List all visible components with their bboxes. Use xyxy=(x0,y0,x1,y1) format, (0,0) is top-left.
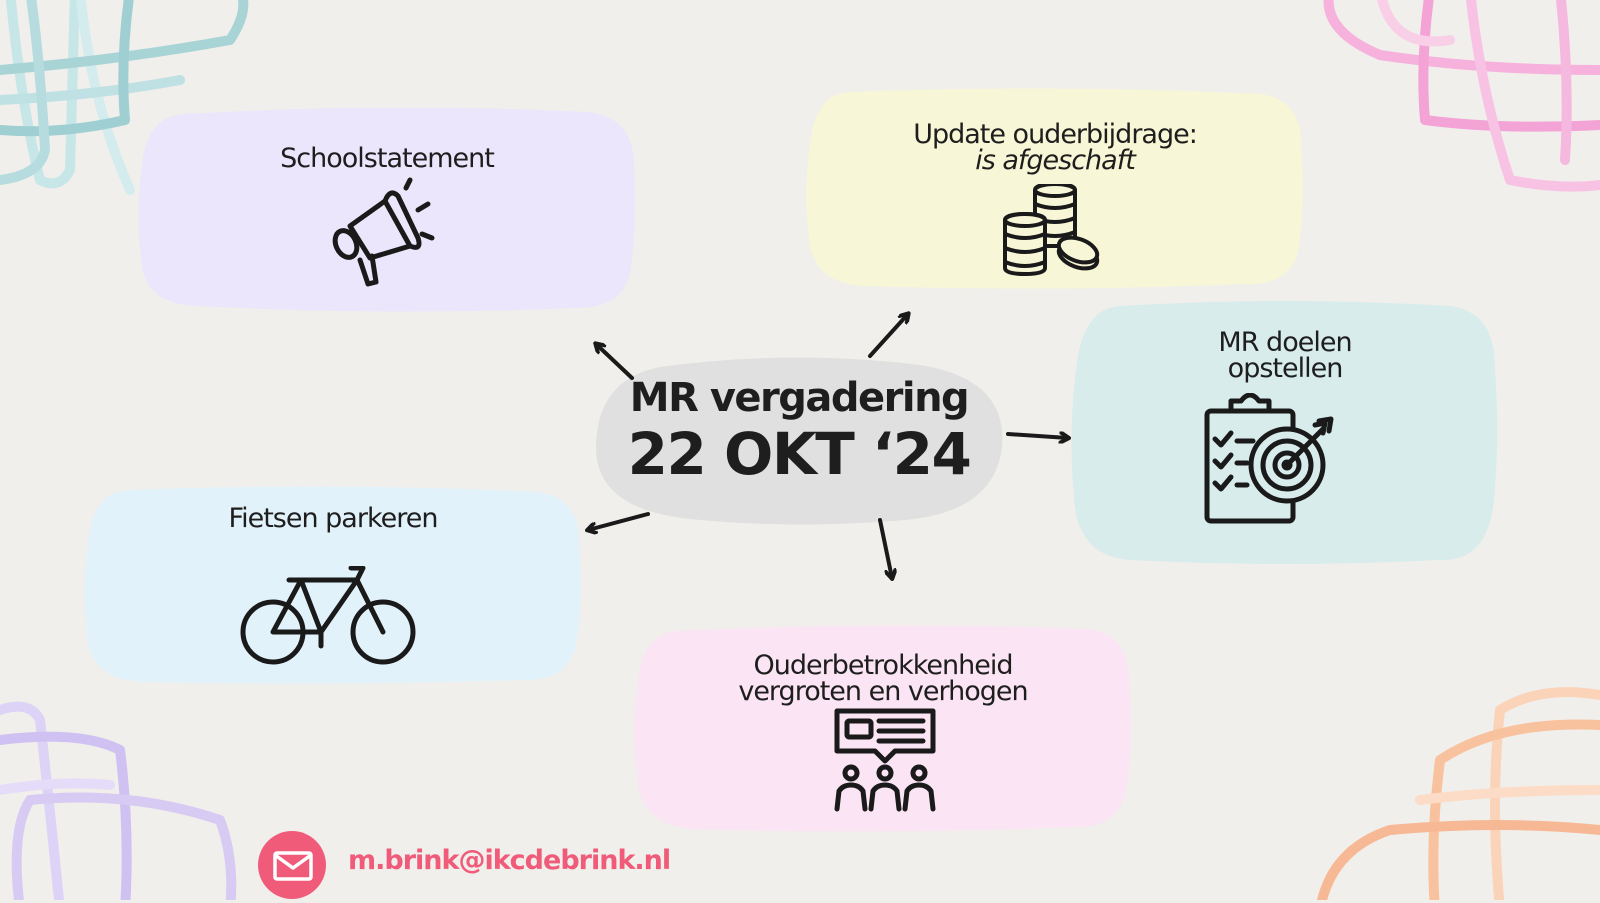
decoration-bottom-right xyxy=(1316,687,1600,900)
clipboard-target-icon xyxy=(1204,393,1334,524)
megaphone-icon xyxy=(332,177,435,287)
card-title: Fietsen parkeren xyxy=(228,503,439,534)
decoration-top-right xyxy=(1323,0,1600,192)
card-title-line2: vergroten en verhogen xyxy=(738,676,1028,707)
card-fietsen: Fietsen parkeren xyxy=(83,486,583,686)
card-title: MR doelen opstellen xyxy=(1070,327,1500,384)
bicycle-icon xyxy=(240,566,416,665)
arrow-to-ouderbetrokkenheid xyxy=(878,518,892,578)
card-subtitle: is afgeschaft xyxy=(975,145,1136,176)
card-title: Update ouderbijdrage: is afgeschaft xyxy=(805,119,1305,176)
arrow-to-doelen xyxy=(1006,434,1068,438)
card-title-main: Update ouderbijdrage: xyxy=(913,119,1198,150)
card-ouderbijdrage: Update ouderbijdrage: is afgeschaft xyxy=(805,88,1305,290)
card-title-line2: opstellen xyxy=(1227,353,1344,384)
arrow-to-ouderbijdrage xyxy=(868,314,908,358)
card-title: Ouderbetrokkenheid vergroten en verhogen xyxy=(633,650,1133,707)
arrow-to-fietsen xyxy=(588,512,650,530)
center-bubble xyxy=(595,357,1003,525)
meeting-date: 22 OKT ‘24 xyxy=(627,420,972,488)
email-link[interactable]: m.brink@ikcdebrink.nl xyxy=(348,845,671,876)
arrow-to-schoolstatement xyxy=(596,344,634,380)
meeting-title: MR vergadering xyxy=(629,375,970,421)
decoration-bottom-left xyxy=(0,701,237,900)
card-ouderbetrokkenheid: Ouderbetrokkenheid vergroten en verhogen xyxy=(633,625,1133,835)
card-title-line1: MR doelen xyxy=(1218,327,1352,358)
mail-icon[interactable] xyxy=(258,831,326,899)
card-doelen: MR doelen opstellen xyxy=(1070,300,1500,568)
card-title-line1: Ouderbetrokkenheid xyxy=(753,650,1014,681)
decoration-top-left xyxy=(0,0,249,195)
presentation-audience-icon xyxy=(834,708,936,812)
card-schoolstatement: Schoolstatement xyxy=(137,108,637,313)
card-title: Schoolstatement xyxy=(280,143,495,174)
coins-icon xyxy=(1003,184,1100,276)
